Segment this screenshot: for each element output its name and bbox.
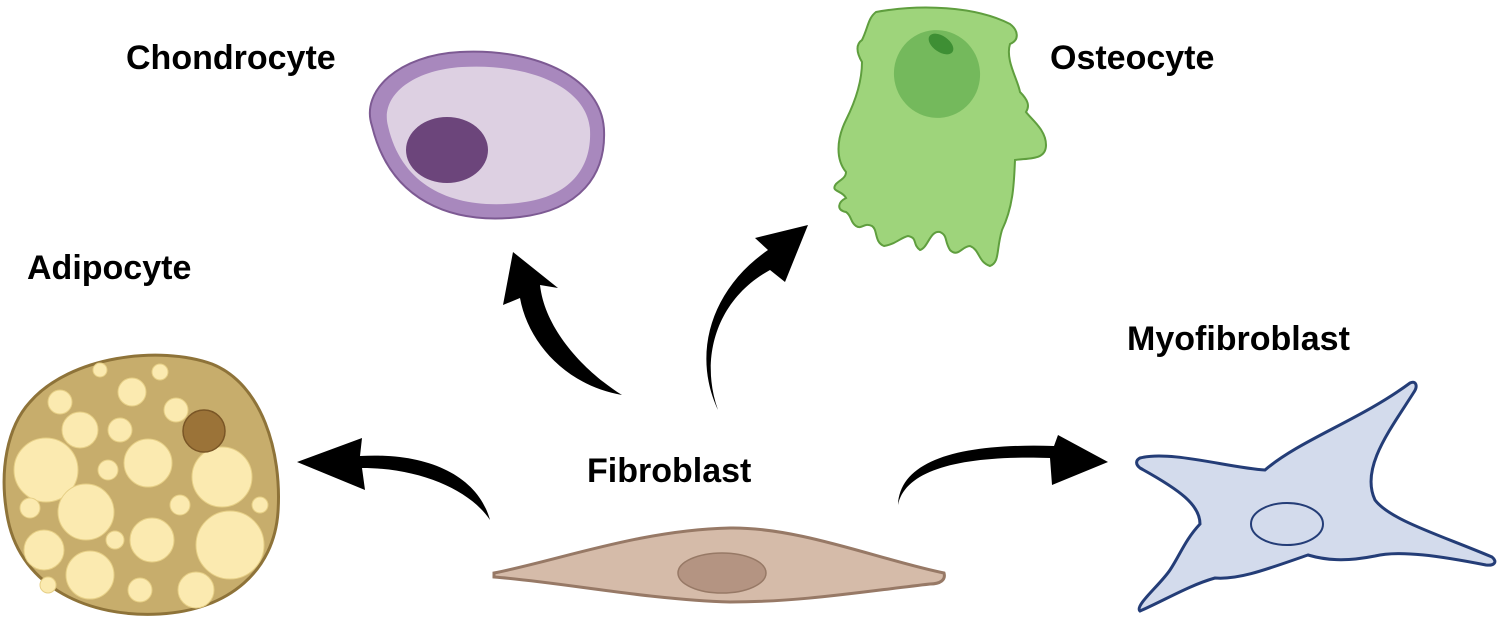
arrow-to-adipocyte (297, 438, 490, 520)
myofibroblast-nucleus (1250, 502, 1324, 546)
adipocyte-cell (2, 353, 280, 616)
myofibroblast-label: Myofibroblast (1127, 320, 1350, 358)
fibroblast-cell (492, 526, 946, 604)
differentiation-arrows (297, 225, 1108, 520)
arrow-to-myofibroblast (898, 435, 1108, 505)
chondrocyte-nucleus (406, 117, 488, 183)
osteocyte-cell (833, 6, 1048, 268)
adipocyte-nucleus (182, 409, 226, 453)
chondrocyte-label: Chondrocyte (126, 39, 336, 77)
osteocyte-label: Osteocyte (1050, 39, 1215, 77)
osteocyte-body (833, 6, 1048, 268)
chondrocyte-cell (369, 50, 606, 220)
osteocyte-nucleolus (928, 33, 954, 55)
osteocyte-nucleus (893, 30, 981, 118)
myofibroblast-body (1135, 380, 1497, 613)
arrow-to-osteocyte (706, 225, 808, 410)
fibroblast-nucleus (677, 552, 767, 594)
fibroblast-label: Fibroblast (587, 452, 752, 490)
arrow-to-chondrocyte (503, 252, 622, 395)
myofibroblast-cell (1135, 380, 1497, 613)
adipocyte-lipid-droplets (13, 362, 269, 609)
adipocyte-label: Adipocyte (27, 249, 192, 287)
